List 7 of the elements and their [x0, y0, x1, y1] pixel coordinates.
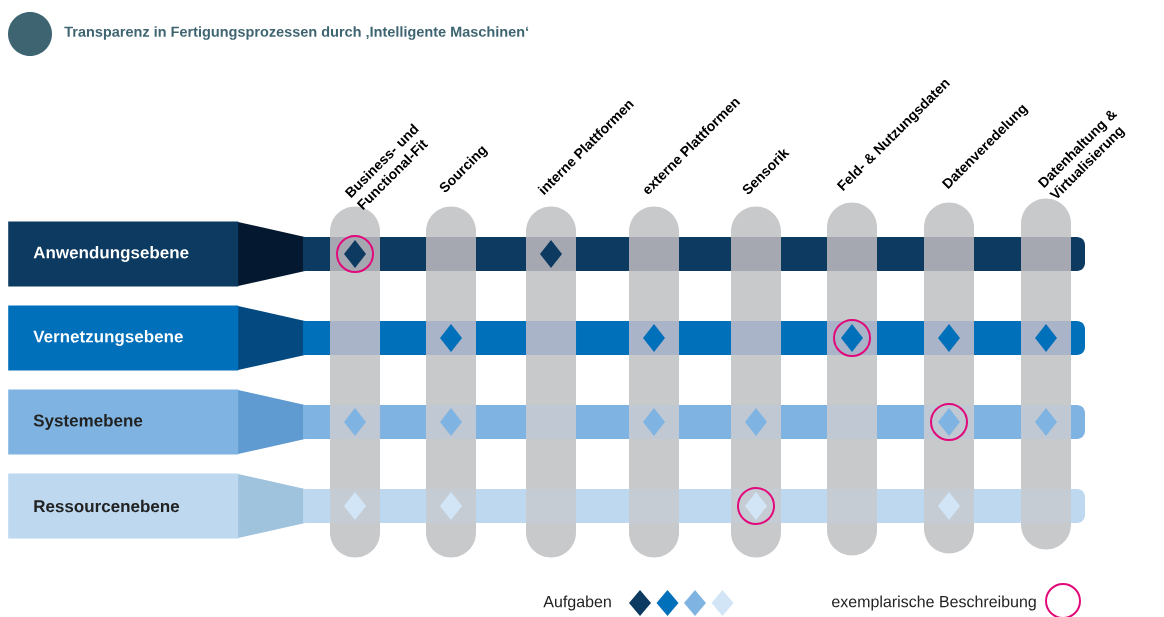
- legend-text: Aufgaben: [543, 595, 611, 611]
- node-label: Systemebene: [33, 414, 143, 430]
- legend-text: exemplarische Beschreibung: [832, 595, 1036, 611]
- node-label: Ressourcenebene: [34, 499, 180, 513]
- title: Transparenz in Fertigungsprozessen durch ‚Intelligente Maschinen‘: [64, 26, 529, 40]
- node-label: Anwendungsebene: [33, 246, 189, 262]
- node-label: Vernetzungsebene: [33, 330, 183, 346]
